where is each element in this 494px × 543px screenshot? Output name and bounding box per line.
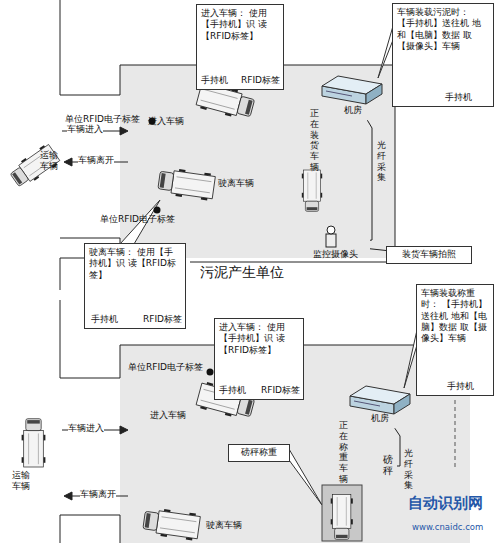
callout-box: 车辆装载称重时： 【手持机】送往机 地和【电脑】数据 取【摄像头】车辆手持机 [416,284,494,396]
callout-box: 驶离车辆： 使用【手持机】识 读【RFID标签】手持机 RFID标签 [84,243,186,329]
label: 单位RFID电子标签 [100,214,175,225]
icon-caption: RFID标签 [241,75,280,86]
icon-caption: 手持机 [219,385,246,396]
truck [331,495,353,540]
callout-box: 车辆装载污泥时： 【手持机】送往机 地和【电脑】数据 取【摄像头】车辆手持机 [392,3,494,107]
node-text: 监控摄像头 [300,249,370,260]
node-text: 机房 [345,413,415,424]
node-text: 进入车辆： 使用【手持机】识 读【RFID标签】 [201,8,279,42]
watermark: www.cnaidc.com [412,522,483,532]
label: 车辆进入 [68,423,104,434]
art-circle [154,207,161,214]
icon-caption: 手持机 [91,314,118,325]
server [350,386,410,414]
label: 车辆离开 [78,155,114,166]
icon-caption: RFID标签 [143,314,182,325]
node-text: 车辆装载称重时： 【手持机】送往机 地和【电脑】数据 取【摄像头】车辆 [421,288,489,344]
edge-label: 光纤采集 [404,448,413,491]
label: 驶离车辆 [206,520,242,531]
node-text: 机房 [316,105,390,116]
label: 运输车辆 [12,470,32,492]
watermark: 自动识别网 [408,494,483,512]
scale-label: 磅秤 [381,452,397,480]
label: 车辆进入 [67,124,103,135]
art-circle [327,226,335,234]
art-rect [326,234,336,247]
node-text: 驶离车辆： 使用【手持机】识 读【RFID标签】 [89,247,181,281]
art-polygon [64,158,72,166]
site-ground [120,65,395,258]
label: 正在称重车辆 [339,420,348,485]
truck [22,419,46,467]
fiber-connector [395,428,400,466]
label: 污泥产生单位 [200,264,284,281]
label: 驶离车辆 [218,178,254,189]
art-polygon [120,127,128,135]
camera-node: 监控摄像头 [300,222,370,268]
truck [142,507,200,542]
label: 车辆离开 [80,489,116,500]
server [322,76,382,104]
truck [157,167,215,202]
callout-box: 进入车辆： 使用【手持机】识 读【RFID标签】手持机 RFID标签 [196,4,284,90]
icon-caption: 手持机 [201,75,228,86]
server-room: 机房 [316,72,390,120]
truck [8,143,61,190]
truck [302,170,322,211]
fiber-connector [370,249,386,251]
art-circle [207,369,214,376]
art-polygon [120,426,128,434]
art-polygon [64,492,72,500]
fiber-connector [367,120,372,240]
node-text: 进入车辆： 使用【手持机】识 读【RFID标签】 [219,322,299,356]
art-polygon [378,26,393,78]
art-polygon [289,449,322,505]
edge-label: 光纤采集 [377,140,386,183]
callout-box: 进入车辆： 使用【手持机】识 读【RFID标签】手持机 RFID标签 [214,318,304,400]
icon-caption: RFID标签 [261,385,300,396]
callout-box: 装货车辆拍照 [386,246,472,264]
label: 进入车辆 [150,410,186,421]
label: 进入车辆 [148,116,184,127]
boundary-line [455,400,456,470]
label: 运输车辆 [40,150,60,172]
node-text: 装货车辆拍照 [390,249,468,260]
weighbridge [322,485,362,541]
server-room: 机房 [345,384,415,428]
callout-box: 磅秤称重 [228,444,290,462]
camera [326,226,336,247]
label: 单位RFID电子标签 [128,362,203,373]
node-text: 磅秤称重 [232,447,286,458]
icon-caption: 手持机 [445,92,472,103]
label: 正在装货车辆 [310,108,319,173]
node-text: 磅秤 [383,454,393,476]
node-text: 车辆装载污泥时： 【手持机】送往机 地和【电脑】数据 取【摄像头】车辆 [397,7,489,52]
icon-caption: 手持机 [447,381,474,392]
